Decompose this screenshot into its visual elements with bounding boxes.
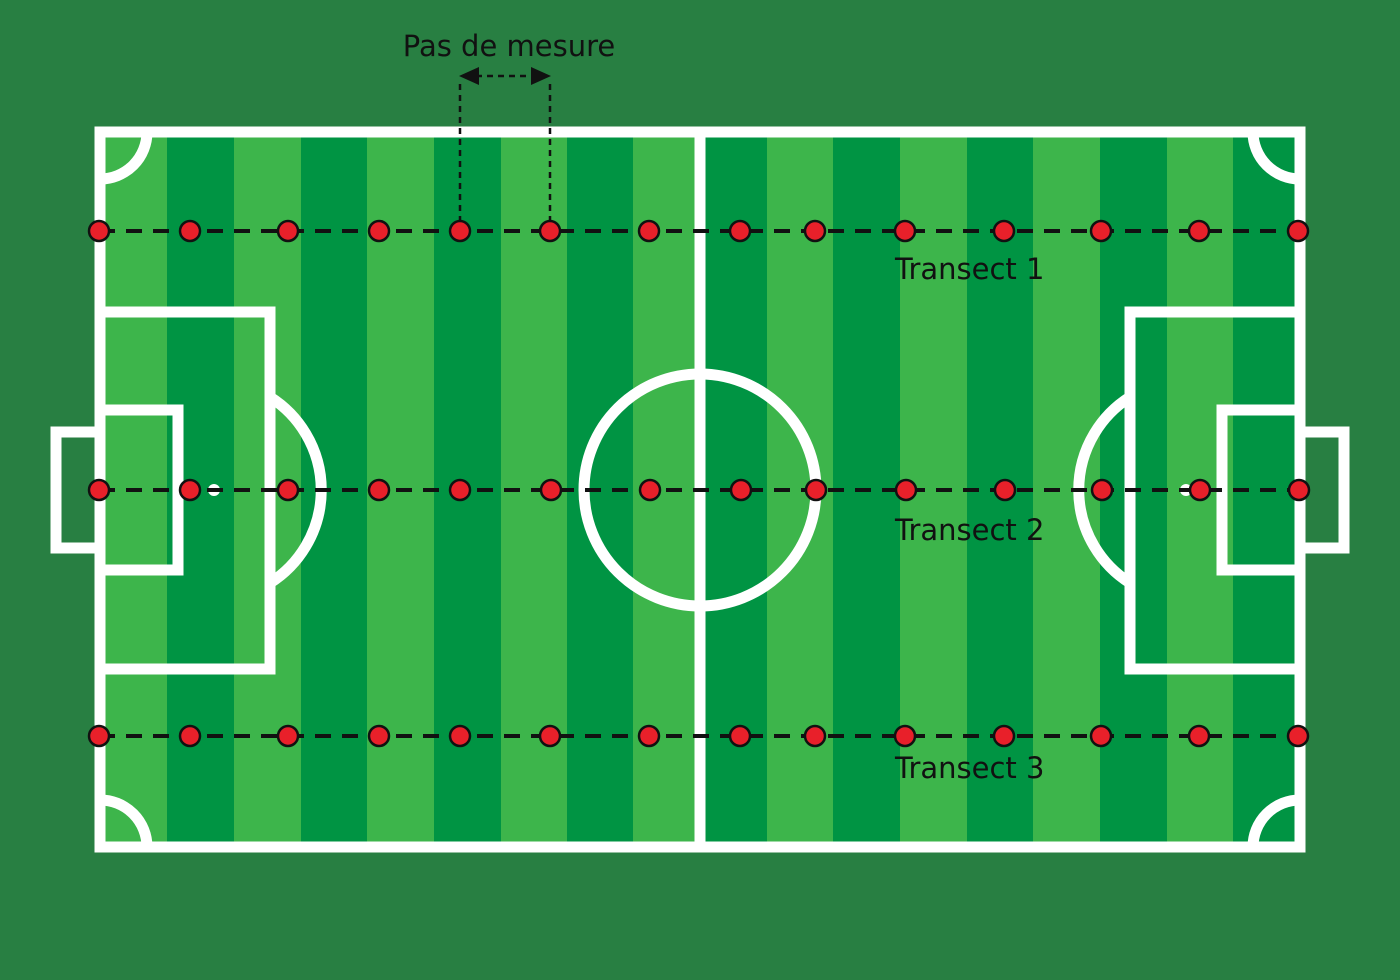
transect-1-point — [637, 219, 661, 243]
step-indicator — [458, 67, 552, 226]
pitch-stripe — [1033, 132, 1101, 847]
transect-2-point — [729, 478, 753, 502]
transect-2-point — [178, 478, 202, 502]
transect-3-point — [276, 724, 300, 748]
transect-1-point — [893, 219, 917, 243]
transect-3-point — [367, 724, 391, 748]
transect-2-label: Transect 2 — [894, 513, 1044, 547]
transect-3-point — [87, 724, 111, 748]
corner-arc-top-right — [1247, 131, 1301, 185]
transect-2-point — [804, 478, 828, 502]
transect-2-point — [367, 478, 391, 502]
transect-3-label: Transect 3 — [894, 751, 1044, 785]
transect-2-point — [638, 478, 662, 502]
transect-1-point — [1089, 219, 1113, 243]
transect-1-point — [367, 219, 391, 243]
transect-2-point — [993, 478, 1017, 502]
transect-1-point — [1187, 219, 1211, 243]
transect-2-point — [1090, 478, 1114, 502]
transect-3-point — [893, 724, 917, 748]
step-arrow-left-head — [459, 67, 479, 85]
transect-1-point — [87, 219, 111, 243]
transect-3-point — [803, 724, 827, 748]
transect-3-point — [448, 724, 472, 748]
corner-arc-bottom-left — [99, 794, 153, 848]
transect-2-point — [448, 478, 472, 502]
transect-1-point — [276, 219, 300, 243]
transect-2-point — [87, 478, 111, 502]
measurement-points — [87, 219, 1311, 748]
transect-3-point — [178, 724, 202, 748]
transect-1-label: Transect 1 — [894, 252, 1044, 286]
transect-3-point — [1286, 724, 1310, 748]
transect-3-point — [538, 724, 562, 748]
transect-1-point — [178, 219, 202, 243]
transect-2-point — [1188, 478, 1212, 502]
transect-1-point — [538, 219, 562, 243]
transect-2-point — [1287, 478, 1311, 502]
transect-1-point — [728, 219, 752, 243]
transect-3-point — [992, 724, 1016, 748]
transect-2-point — [539, 478, 563, 502]
transect-3-point — [728, 724, 752, 748]
step-label: Pas de mesure — [403, 29, 615, 63]
transect-3-point — [637, 724, 661, 748]
transect-2-point — [894, 478, 918, 502]
corner-arc-bottom-right — [1247, 794, 1301, 848]
transect-1-point — [448, 219, 472, 243]
transect-1-point — [803, 219, 827, 243]
pitch-stripes — [100, 132, 1301, 847]
transect-3-point — [1187, 724, 1211, 748]
transect-3-point — [1089, 724, 1113, 748]
transect-1-point — [1286, 219, 1310, 243]
corner-arc-top-left — [99, 131, 153, 185]
transect-2-point — [276, 478, 300, 502]
transect-1-point — [992, 219, 1016, 243]
step-arrow-right-head — [531, 67, 551, 85]
